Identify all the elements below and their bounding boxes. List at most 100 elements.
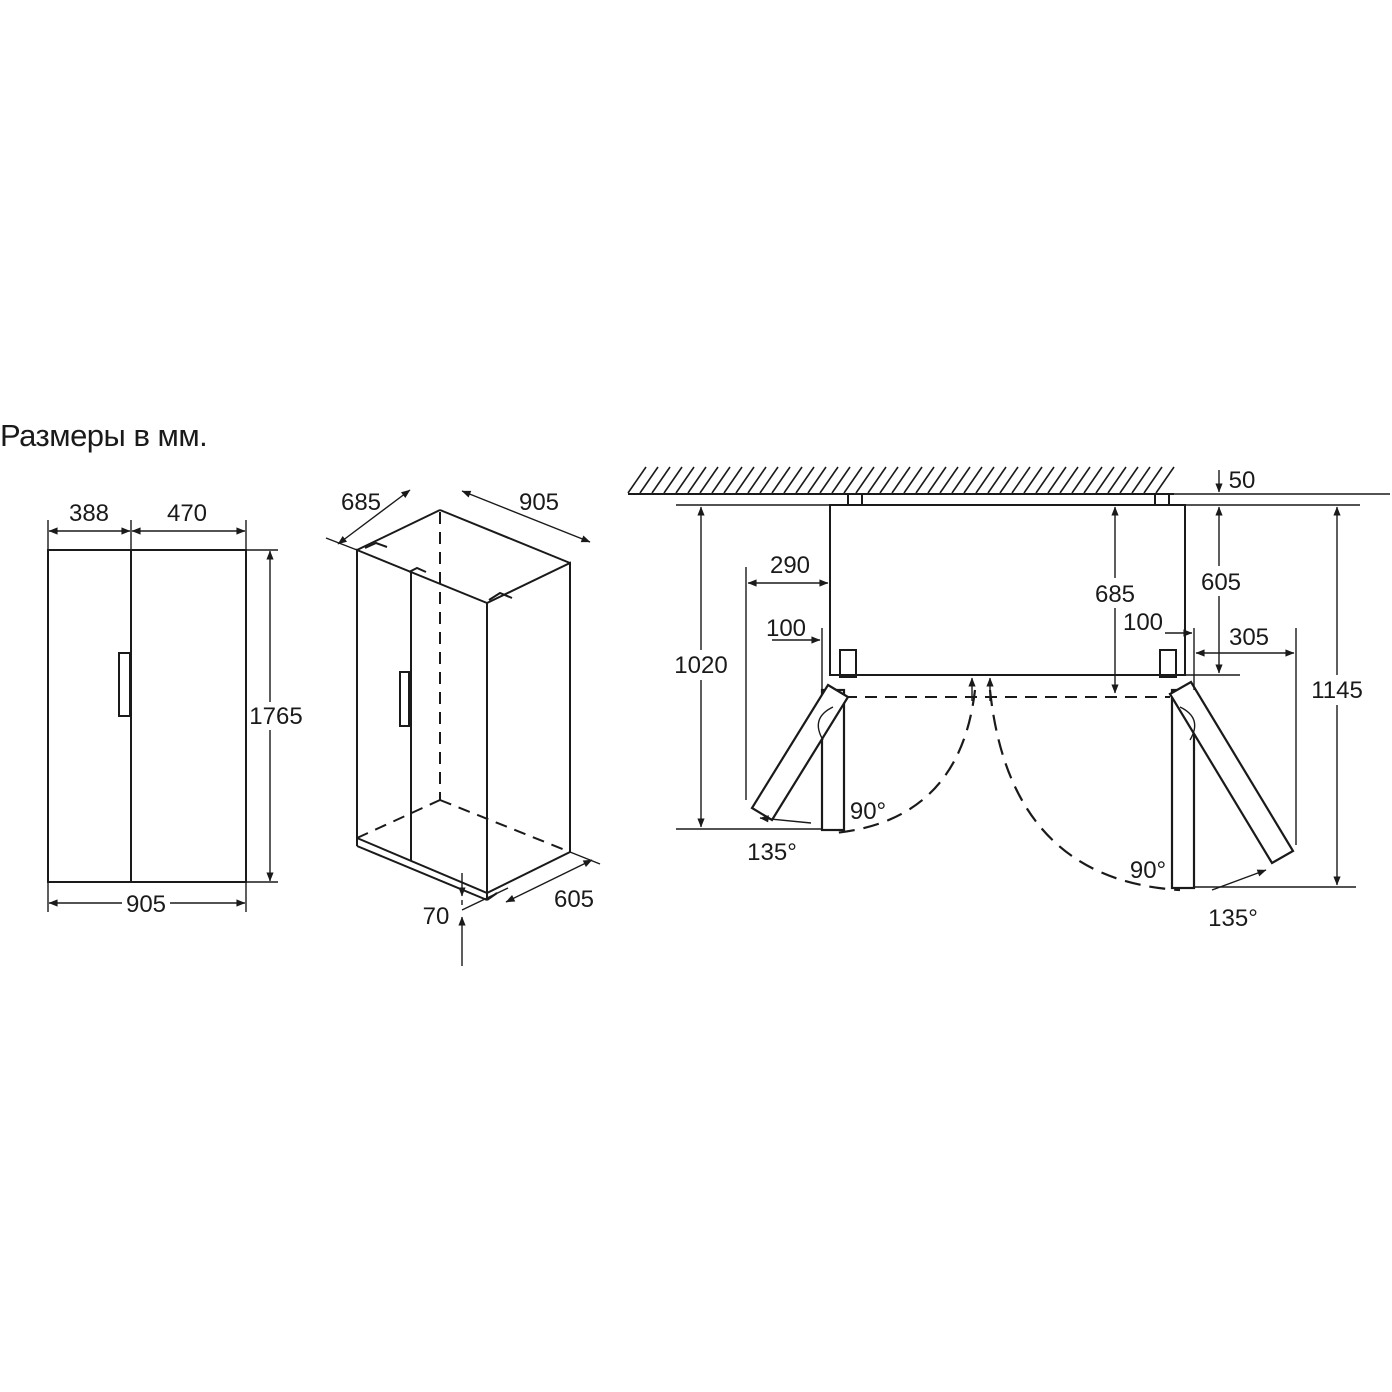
hinge-right [1159, 649, 1177, 678]
hinge-left [839, 649, 857, 678]
hatch-stroke [675, 466, 695, 494]
page-title: Размеры в мм. [0, 418, 208, 453]
hatch-stroke [1023, 466, 1043, 494]
wall-hatching [627, 466, 1175, 494]
iso-door-handle [399, 671, 410, 727]
hatch-stroke [843, 466, 863, 494]
label-iso-width-top: 905 [519, 489, 559, 516]
label-right-total-depth: 1145 [1311, 677, 1363, 704]
label-iso-clearance: 70 [423, 903, 450, 930]
hatch-stroke [939, 466, 959, 494]
right-swing-arc [988, 689, 1181, 892]
hatch-stroke [987, 466, 1007, 494]
label-wall-gap: 50 [1229, 467, 1256, 494]
front-view: 388 470 1765 905 [47, 500, 304, 918]
hatch-stroke [771, 466, 791, 494]
hatch-stroke [783, 466, 803, 494]
hatch-stroke [807, 466, 827, 494]
label-left-clearance: 290 [770, 552, 810, 579]
ext-line [325, 537, 358, 551]
ext-line [569, 851, 601, 865]
hatch-stroke [735, 466, 755, 494]
hatch-stroke [651, 466, 671, 494]
iso-front-face [356, 548, 488, 895]
hatch-stroke [1047, 466, 1067, 494]
dim-iso-depth-bottom [505, 859, 593, 903]
iso-hinge-mid [408, 566, 427, 573]
left-hinge-arc [817, 706, 834, 741]
hatch-stroke [663, 466, 683, 494]
hatch-stroke [627, 466, 647, 494]
iso-plinth [356, 845, 488, 901]
dim-iso-depth-top [337, 489, 411, 545]
label-iso-depth-top: 685 [341, 489, 381, 516]
hatch-stroke [891, 466, 911, 494]
hatch-stroke [963, 466, 983, 494]
label-left-hinge-offset: 100 [766, 615, 806, 642]
label-depth-with-doors: 685 [1095, 581, 1135, 608]
hatch-stroke [1107, 466, 1127, 494]
left-swing-arc [834, 689, 977, 835]
iso-top-edge [356, 509, 441, 551]
hatch-stroke [699, 466, 719, 494]
right-door-135 [1168, 680, 1295, 865]
hatch-stroke [723, 466, 743, 494]
door-handle [118, 652, 131, 717]
iso-side-face [486, 561, 571, 895]
label-left-angle-90: 90° [850, 798, 886, 825]
hatch-stroke [867, 466, 887, 494]
hatch-stroke [1059, 466, 1079, 494]
label-right-angle-135: 135° [1208, 905, 1258, 932]
top-view: 50 605 685 290 100 100 305 1020 1145 90°… [627, 466, 1390, 932]
label-iso-depth-bottom: 605 [554, 886, 594, 913]
hatch-stroke [975, 466, 995, 494]
hatch-stroke [1035, 466, 1055, 494]
label-left-door-width: 388 [69, 500, 109, 527]
hatch-stroke [879, 466, 899, 494]
hatch-stroke [1155, 466, 1175, 494]
fridge-front-body [47, 549, 247, 883]
iso-hinge-right [488, 591, 513, 601]
hatch-stroke [951, 466, 971, 494]
hatch-stroke [819, 466, 839, 494]
hatch-stroke [1131, 466, 1151, 494]
iso-hidden-edge [356, 799, 441, 839]
iso-hidden-edge [439, 799, 571, 853]
hatch-stroke [1095, 466, 1115, 494]
label-left-angle-135: 135° [747, 839, 797, 866]
hatch-stroke [639, 466, 659, 494]
label-total-width: 905 [126, 891, 166, 918]
left-door-135 [750, 683, 850, 822]
dim-iso-width-top [461, 490, 591, 543]
label-right-angle-90: 90° [1130, 857, 1166, 884]
label-height: 1765 [249, 703, 302, 730]
label-body-depth: 605 [1201, 569, 1241, 596]
hatch-stroke [1119, 466, 1139, 494]
hatch-stroke [1011, 466, 1031, 494]
hatch-stroke [927, 466, 947, 494]
hatch-stroke [855, 466, 875, 494]
label-right-clearance: 305 [1229, 624, 1269, 651]
hatch-stroke [1071, 466, 1091, 494]
right-hinge-arc [1179, 706, 1196, 741]
left-135-arrow [759, 815, 812, 824]
hatch-stroke [711, 466, 731, 494]
fridge-top-body [829, 504, 1186, 676]
hatch-stroke [999, 466, 1019, 494]
hatch-stroke [687, 466, 707, 494]
label-left-total-depth: 1020 [674, 652, 727, 679]
hatch-stroke [1083, 466, 1103, 494]
hatch-stroke [903, 466, 923, 494]
iso-top-edge [439, 509, 571, 564]
hatch-stroke [915, 466, 935, 494]
wall-spacer-left [847, 493, 863, 506]
label-right-door-width: 470 [167, 500, 207, 527]
hatch-stroke [795, 466, 815, 494]
hatch-stroke [1143, 466, 1163, 494]
hatch-stroke [831, 466, 851, 494]
hatch-stroke [747, 466, 767, 494]
hatch-stroke [759, 466, 779, 494]
isometric-view: 685 905 605 70 [325, 489, 601, 966]
label-right-hinge-offset: 100 [1123, 609, 1163, 636]
